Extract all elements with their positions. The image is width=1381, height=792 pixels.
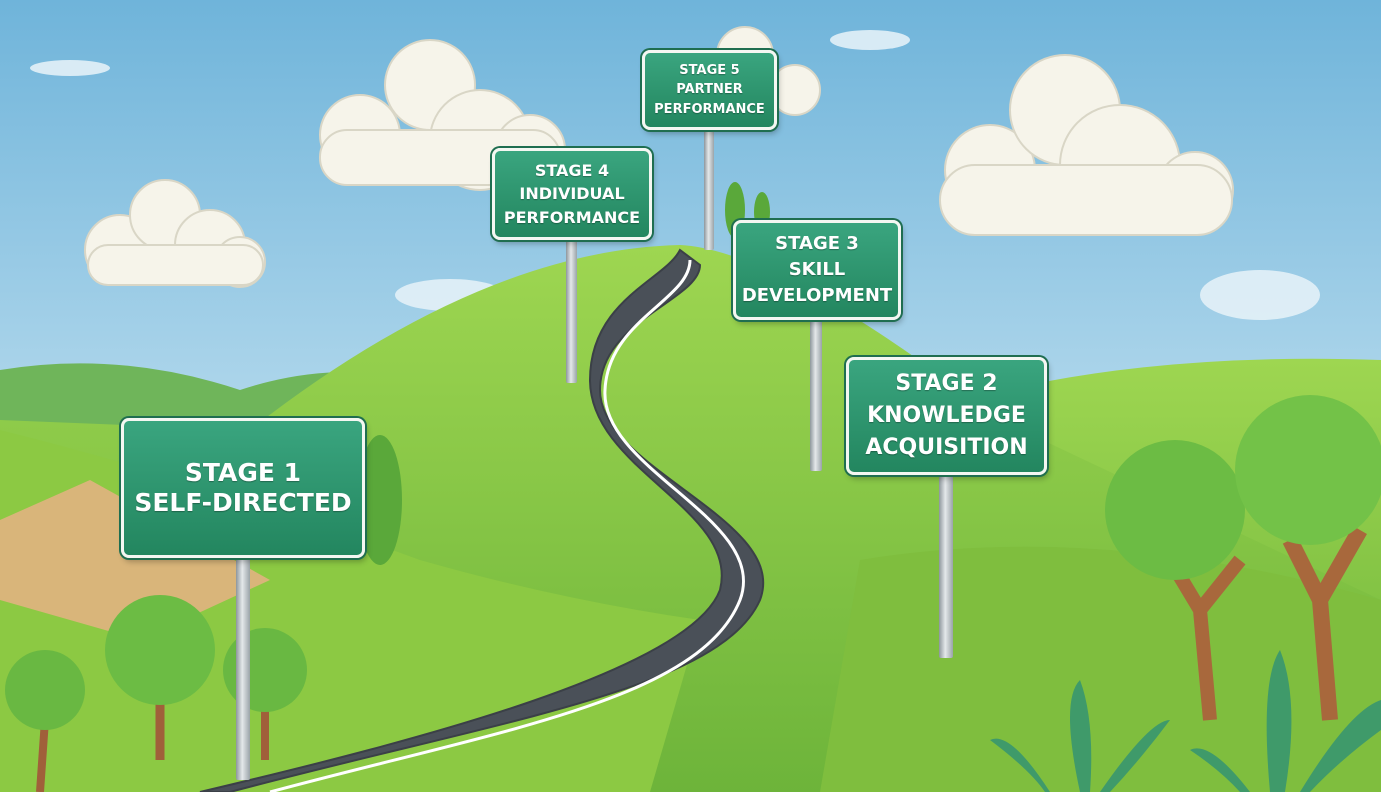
stage-label: STAGE 4 [534,161,610,181]
trees [5,182,1381,792]
stage-label: STAGE 5 [679,62,740,78]
road [199,248,764,792]
stage-5-sign: STAGE 5 PARTNER PERFORMANCE [642,50,777,130]
tree [1105,440,1246,721]
stage-name-line: ACQUISITION [865,434,1028,460]
stage-name: SELF-DIRECTED [134,488,352,517]
stage-label: STAGE 3 [775,232,859,254]
sign-pole [566,238,577,383]
stage-3-sign: STAGE 3 SKILL DEVELOPMENT [733,220,901,320]
sign-pole [939,472,953,658]
stage-name-line: DEVELOPMENT [741,285,893,307]
stage-name-line: KNOWLEDGE [867,403,1026,429]
stage-4-sign: STAGE 4 INDIVIDUAL PERFORMANCE [492,148,652,240]
front-hill-right [820,546,1381,792]
cloud [939,54,1234,236]
cloud [319,39,566,191]
stage-name-line: INDIVIDUAL [519,184,625,204]
stage-name-line: SKILL [788,258,846,280]
field [0,480,270,640]
stage-name-line: PERFORMANCE [654,101,765,117]
stage-name-line: PERFORMANCE [503,207,641,227]
stage-label: STAGE 2 [895,371,998,397]
tree [1235,395,1381,721]
stage-label: STAGE 1 [184,458,302,487]
plant [990,650,1381,792]
clouds [84,26,1234,288]
bush [358,435,402,565]
sign-pole [704,128,714,250]
tree [105,595,215,760]
tree [5,650,85,792]
stage-1-sign: STAGE 1 SELF-DIRECTED [121,418,365,558]
sign-pole [810,318,822,471]
sign-pole [236,555,250,780]
stage-2-sign: STAGE 2 KNOWLEDGE ACQUISITION [846,357,1047,475]
stage-name-line: PARTNER [676,82,743,98]
cloud [84,179,266,288]
